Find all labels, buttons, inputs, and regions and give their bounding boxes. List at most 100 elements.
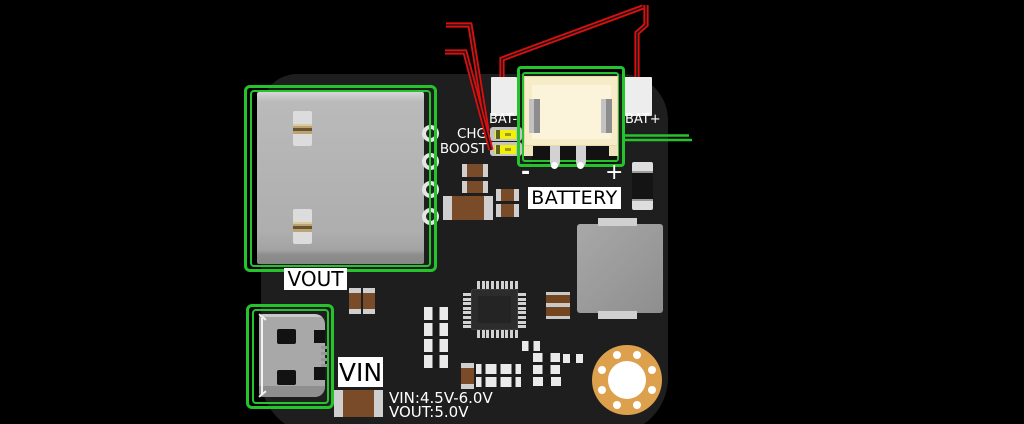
ic-pin (500, 281, 504, 289)
vin-label: VIN (338, 357, 383, 387)
ic-pin (463, 320, 471, 324)
micro-usb-tooth (321, 352, 327, 355)
capacitor (462, 164, 488, 177)
micro-usb-pad (277, 370, 296, 385)
vout-annotation-box-inner (250, 90, 431, 267)
ic-pin (477, 330, 480, 338)
mounting-hole-dot (633, 351, 642, 360)
micro-usb-tooth (321, 346, 327, 349)
battery-label-text: BATTERY (531, 186, 618, 209)
ic-chip-core (478, 296, 511, 323)
ic-pin (518, 320, 526, 324)
boost-led-dash (505, 148, 511, 151)
capacitor (349, 288, 361, 314)
resistor (424, 323, 448, 336)
bat-plus-pad (624, 77, 652, 116)
resistor (563, 354, 583, 363)
usb-clip-bottom-band (293, 222, 312, 232)
bat-minus-label: BAT- (489, 112, 518, 127)
resistor (506, 364, 521, 374)
battery-leg-tip (551, 162, 558, 169)
battery-connector-foot (609, 146, 618, 156)
ic-pin (486, 330, 490, 338)
chg-led-dash (505, 133, 511, 136)
ic-pin (514, 281, 518, 289)
ic-pin (518, 316, 526, 319)
mounting-hole-dot (598, 386, 607, 395)
battery-connector-leg (550, 146, 560, 167)
battery-connector-inner (532, 85, 611, 139)
ic-pin (491, 281, 495, 289)
battery-annotation-box-outer (517, 66, 625, 167)
inductor (577, 224, 663, 313)
ic-pin (463, 302, 471, 306)
mounting-hole (608, 361, 646, 399)
ic-pin (500, 330, 504, 338)
resistor (424, 355, 448, 368)
ic-pin (518, 325, 526, 329)
ic-pin (509, 330, 513, 338)
mounting-hole-dot (612, 400, 621, 409)
battery-connector-leg (576, 146, 586, 167)
micro-usb-notch (314, 330, 325, 343)
plus-mark: + (605, 160, 624, 185)
spec-vout-text: VOUT:5.0V (389, 403, 469, 421)
ic-pin (509, 281, 513, 289)
ic-pin (463, 297, 471, 301)
chg-label: CHG (456, 126, 487, 142)
ic-pin (514, 330, 518, 338)
usb-a-connector (257, 92, 424, 264)
capacitor (546, 292, 570, 319)
micro-usb-tooth (321, 358, 327, 361)
battery-annotation-box-inner (522, 72, 619, 162)
vin-label-text: VIN (338, 357, 383, 387)
ic-pin (495, 281, 499, 289)
boost-led-stripe (496, 144, 500, 154)
battery-label: BATTERY (528, 187, 621, 209)
capacitor (443, 196, 493, 220)
micro-usb-edge-line (261, 318, 263, 394)
vout-label-text: VOUT (287, 267, 344, 291)
diode (632, 162, 653, 210)
resistor (533, 353, 560, 362)
chg-led-stripe (496, 129, 500, 139)
ic-pin (463, 311, 471, 315)
boost-led (490, 142, 522, 156)
vout-label: VOUT (284, 268, 347, 290)
ic-pin (518, 302, 526, 306)
resistor (522, 341, 540, 351)
ic-pin (505, 281, 509, 289)
ic-pin (495, 330, 499, 338)
chg-led (490, 127, 522, 141)
inductor-tab (598, 311, 637, 319)
green-lead-lines (622, 134, 692, 142)
inductor-tab (598, 218, 637, 226)
resistor (476, 377, 491, 387)
ic-pin (463, 325, 471, 329)
ic-pin (463, 316, 471, 319)
mounting-hole-dot (612, 351, 621, 360)
battery-leg-tip (577, 162, 584, 169)
ic-pin (518, 306, 526, 310)
bat-plus-label: BAT+ (625, 112, 661, 127)
ic-chip (471, 289, 518, 330)
ic-pin (463, 306, 471, 310)
resistor (476, 364, 491, 374)
ic-pin (481, 281, 485, 289)
micro-usb-pad (277, 329, 296, 344)
bat-minus-pad (491, 77, 517, 116)
usb-clip-top-band (293, 124, 312, 134)
vin-annotation-box-outer (246, 304, 334, 409)
ic-pin (491, 330, 495, 338)
ic-pin (481, 330, 485, 338)
battery-connector-pin-right (601, 99, 612, 133)
mounting-hole-dot (633, 400, 642, 409)
ic-pin (518, 297, 526, 301)
mounting-hole-dot (598, 365, 607, 374)
micro-usb-notch (314, 367, 325, 380)
micro-usb-tooth (321, 364, 327, 367)
capacitor (363, 288, 375, 314)
capacitor (334, 390, 383, 417)
capacitor (462, 181, 488, 193)
